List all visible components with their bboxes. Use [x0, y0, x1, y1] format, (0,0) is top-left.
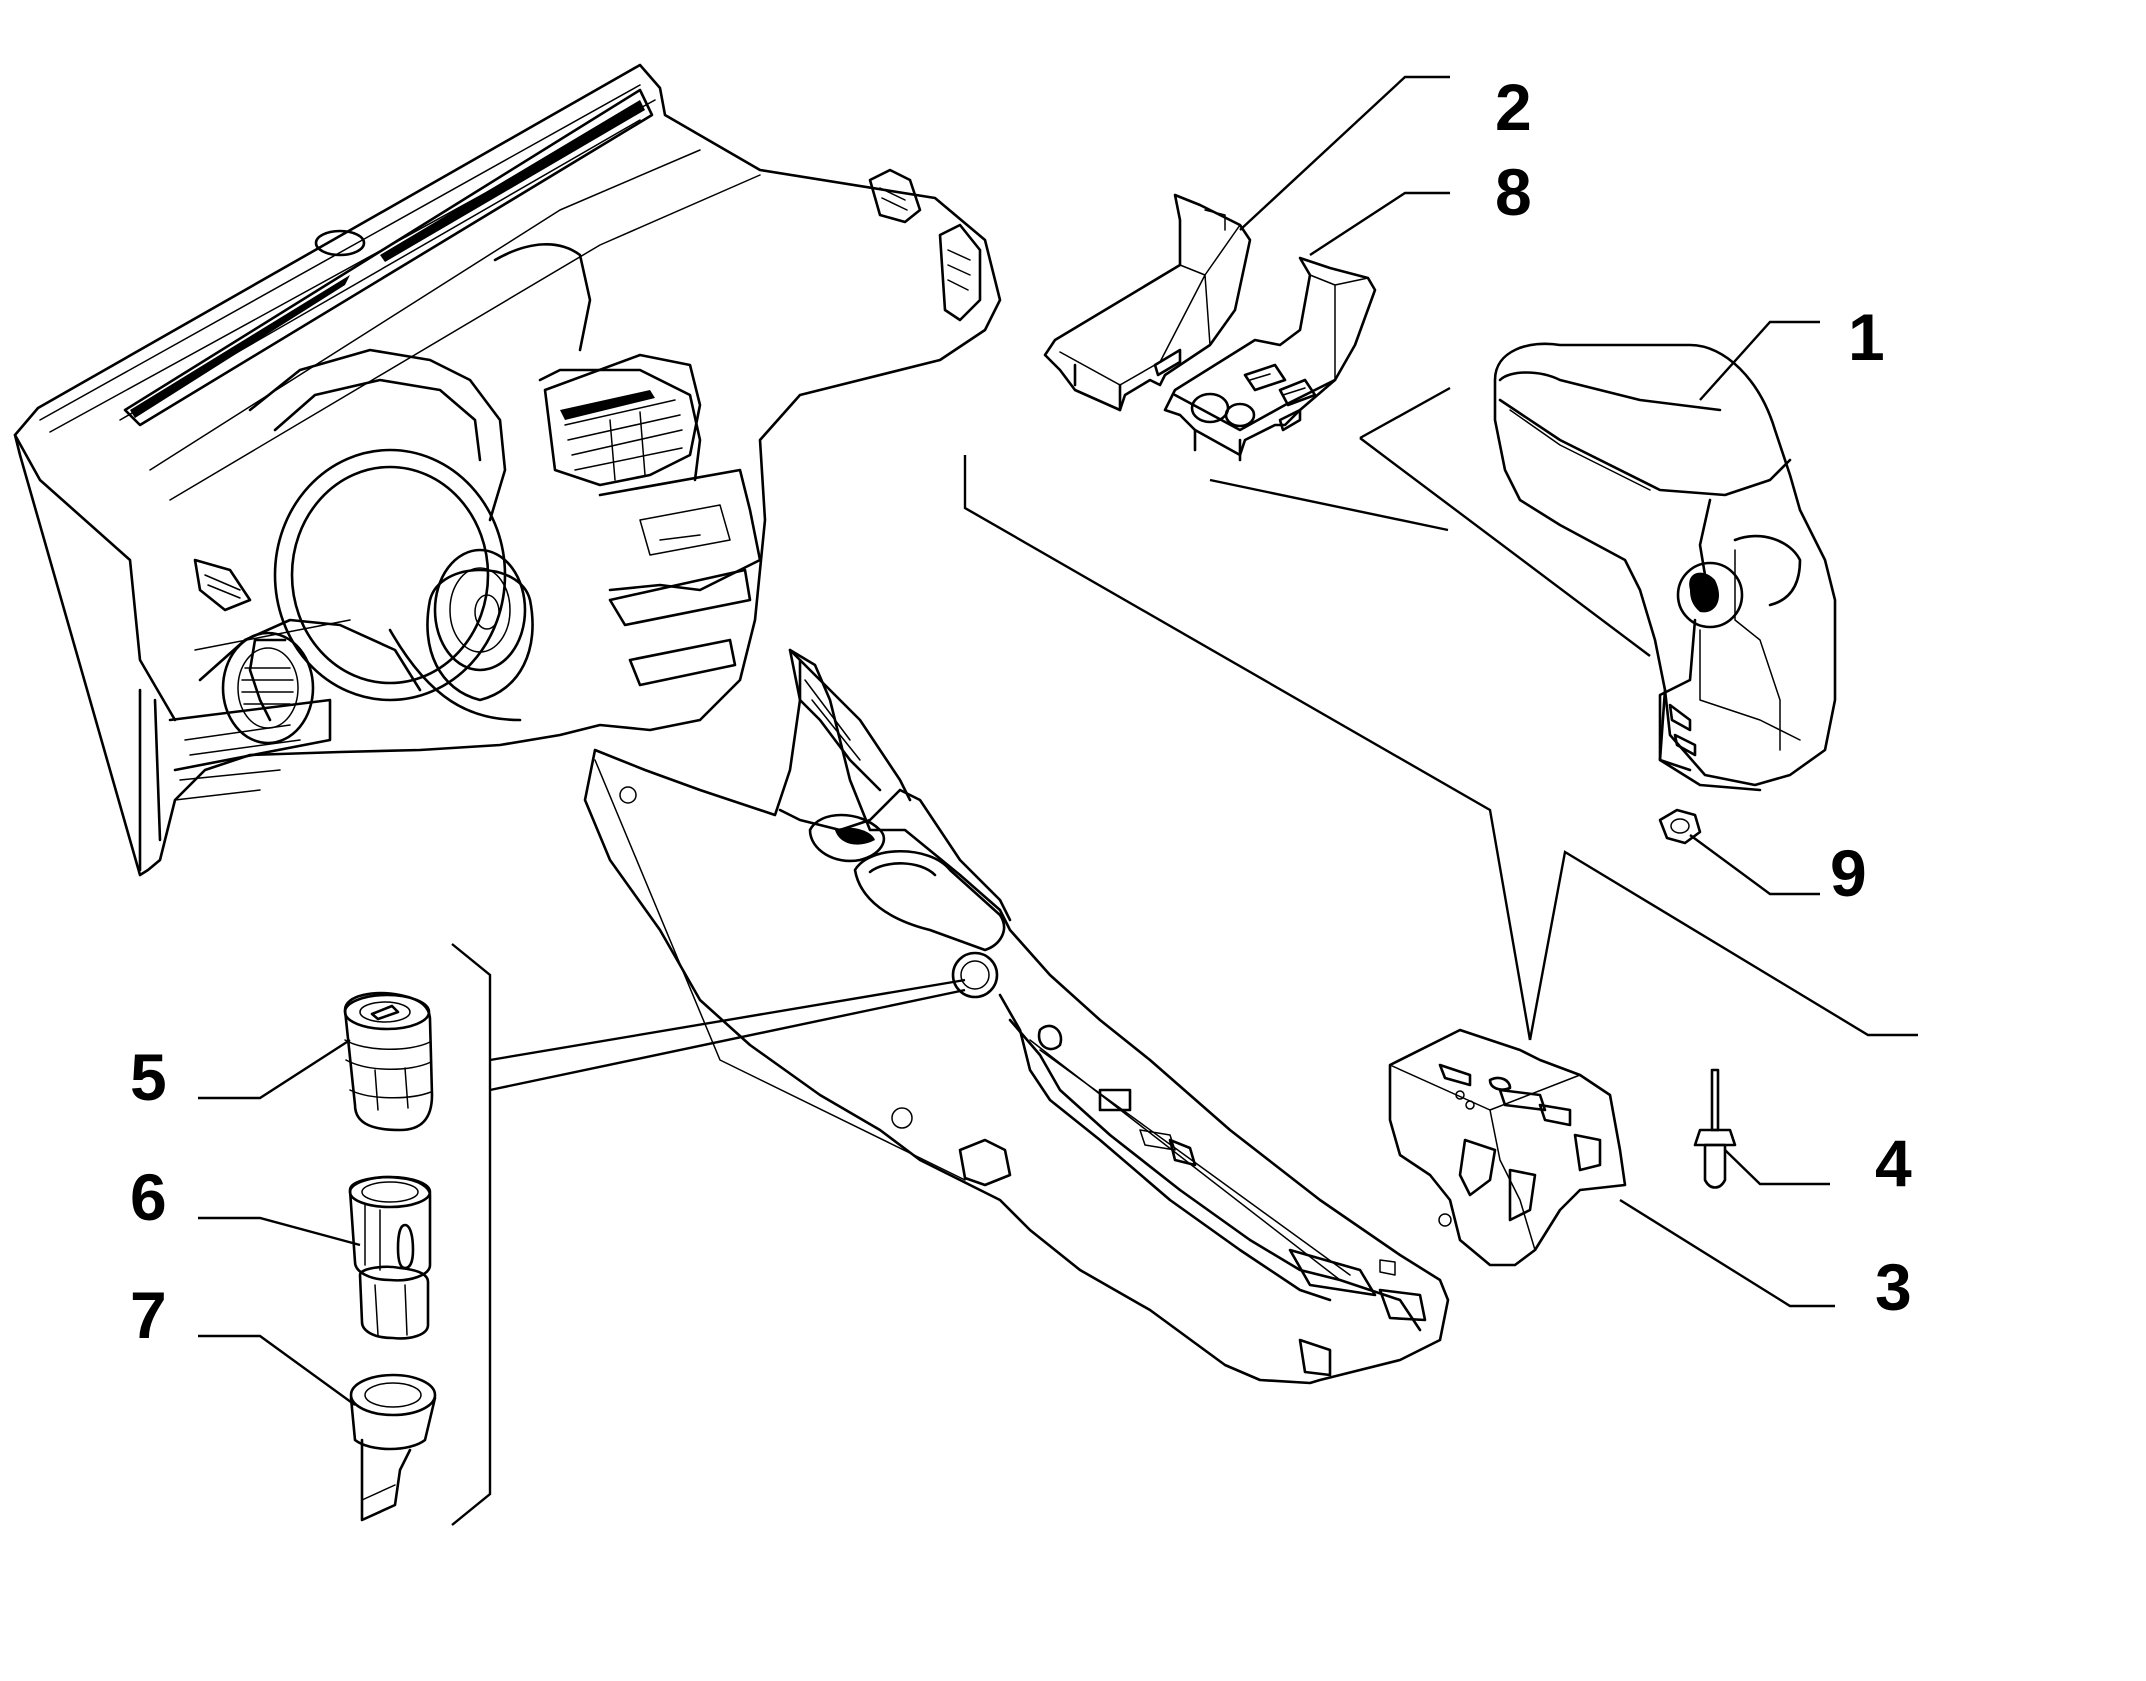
callout-2: 2	[1495, 70, 1532, 144]
part-7-lighter-ring	[349, 1373, 437, 1522]
callout-labels: 2 8 1 9 4 3 5 6 7	[130, 70, 1912, 1352]
dashboard-drawing	[13, 63, 1002, 877]
callout-3: 3	[1875, 1250, 1912, 1324]
part-5-cigar-lighter	[343, 991, 434, 1132]
part-3-armrest-bracket	[1388, 1028, 1627, 1267]
callout-4: 4	[1875, 1126, 1912, 1200]
callout-7: 7	[130, 1278, 167, 1352]
callout-5: 5	[130, 1040, 167, 1114]
callout-1: 1	[1848, 300, 1885, 374]
part-2-armrest-cover-plain	[1043, 193, 1252, 412]
callout-8: 8	[1495, 155, 1532, 229]
callout-6: 6	[130, 1160, 167, 1234]
center-console-drawing	[583, 648, 1450, 1385]
callout-9: 9	[1830, 836, 1867, 910]
part-4-rivet	[1693, 1068, 1737, 1189]
leader-lines	[198, 75, 1918, 1526]
part-1-armrest	[1493, 342, 1837, 792]
part-9-nut	[1658, 808, 1702, 845]
part-8-armrest-cover-switches	[1163, 256, 1377, 462]
part-6-lighter-socket	[348, 1175, 432, 1340]
